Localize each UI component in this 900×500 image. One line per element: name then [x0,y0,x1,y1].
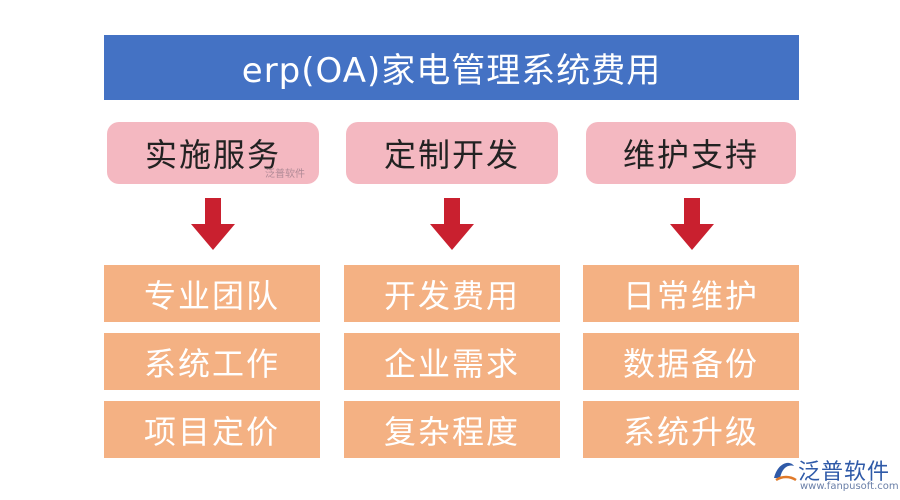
company-logo: 泛普软件 www.fanpusoft.com [770,452,899,496]
category-custom-development: 定制开发 [346,122,558,184]
logo-brand-text: 泛普软件 [798,460,891,485]
category-maintenance-support: 维护支持 [586,122,796,184]
diagram-title: erp(OA)家电管理系统费用 [104,35,799,100]
logo-mark-icon [774,462,797,482]
down-arrow-icon [191,198,235,250]
category-label: 定制开发 [383,136,520,174]
item-system-work: 系统工作 [104,333,320,390]
item-daily-maintenance: 日常维护 [583,265,799,322]
category-implementation-service: 实施服务 泛普软件 [107,122,319,184]
down-arrow-icon [670,198,714,250]
category-label: 维护支持 [622,136,759,174]
down-arrow-icon [430,198,474,250]
logo-url-text: www.fanpusoft.com [800,481,899,492]
item-system-upgrade: 系统升级 [583,401,799,458]
item-data-backup: 数据备份 [583,333,799,390]
item-project-pricing: 项目定价 [104,401,320,458]
category-label: 实施服务 [144,136,281,174]
watermark-text: 泛普软件 [265,169,305,180]
item-complexity: 复杂程度 [344,401,560,458]
item-enterprise-needs: 企业需求 [344,333,560,390]
item-professional-team: 专业团队 [104,265,320,322]
item-development-cost: 开发费用 [344,265,560,322]
